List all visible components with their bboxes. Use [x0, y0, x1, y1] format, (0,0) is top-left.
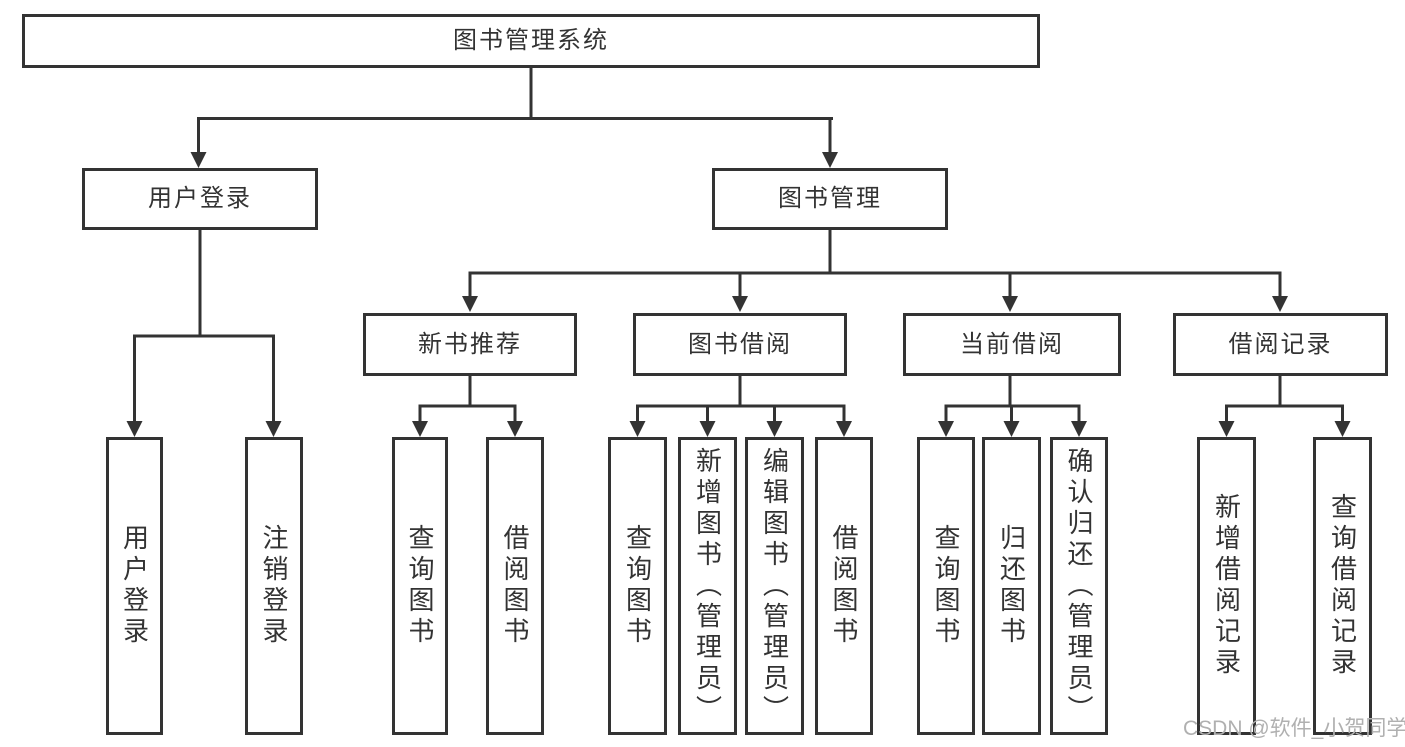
- connector-level2-branch: [197, 117, 833, 154]
- node-new-book-recommend: 新书推荐: [363, 313, 577, 376]
- node-current-borrow: 当前借阅: [903, 313, 1121, 376]
- node-borrow-query-books: 查询图书: [608, 437, 667, 735]
- node-borrow-records: 借阅记录: [1173, 313, 1388, 376]
- node-current-return-books: 归还图书: [982, 437, 1041, 735]
- node-borrow-add-books-admin: 新增图书（管理员）: [678, 437, 737, 735]
- connector-group3: [944, 404, 1081, 423]
- connector-group1: [418, 404, 517, 423]
- node-borrow-borrow-books: 借阅图书: [815, 437, 873, 735]
- connector-group4: [1225, 404, 1344, 423]
- arrowheads: [126, 152, 1351, 437]
- node-newbooks-borrow-books: 借阅图书: [486, 437, 544, 735]
- node-current-confirm-return-admin: 确认归还（管理员）: [1050, 437, 1108, 735]
- node-current-query-books: 查询图书: [917, 437, 975, 735]
- node-user-login: 用户登录: [82, 168, 318, 230]
- node-book-management: 图书管理: [712, 168, 948, 230]
- csdn-watermark: CSDN @软件_小贺同学: [1183, 717, 1405, 740]
- node-library-system: 图书管理系统: [22, 14, 1040, 68]
- connector-group-stems: [468, 376, 1282, 408]
- node-user-login-action: 用户登录: [106, 437, 163, 735]
- connector-group2: [636, 404, 846, 423]
- connector-book-mgmt: [468, 230, 1282, 298]
- connector-user-login: [133, 230, 275, 423]
- node-book-borrow: 图书借阅: [633, 313, 847, 376]
- node-logout-action: 注销登录: [245, 437, 303, 735]
- node-newbooks-query-books: 查询图书: [392, 437, 448, 735]
- node-borrow-edit-books-admin: 编辑图书（管理员）: [745, 437, 804, 735]
- node-records-query-record: 查询借阅记录: [1313, 437, 1372, 735]
- node-records-add-record: 新增借阅记录: [1197, 437, 1256, 735]
